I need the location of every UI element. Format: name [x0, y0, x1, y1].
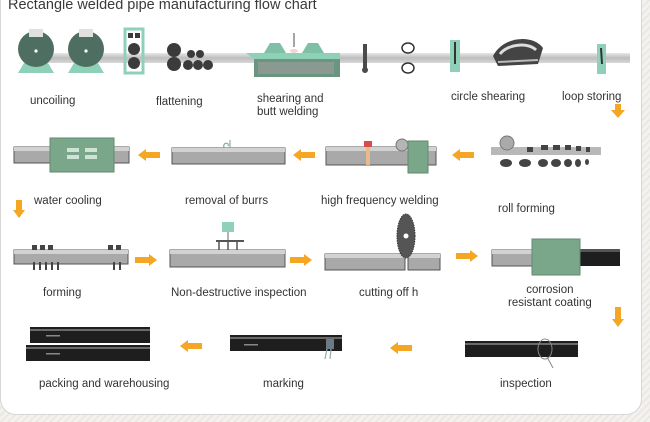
step-label-ndt: Non-destructive inspection [171, 287, 307, 299]
deburr-tool-icon [171, 140, 286, 165]
cooling-box-icon [13, 137, 130, 173]
loop-storage-icon [597, 44, 606, 74]
arrow-right-icon [290, 254, 312, 266]
coating-box-icon [491, 238, 620, 276]
circle-shear-icon [450, 38, 543, 72]
step-label-inspection: inspection [500, 378, 552, 390]
arrow-right-icon [456, 250, 478, 262]
step-label-water-cooling: water cooling [34, 195, 102, 207]
step-label-packing: packing and warehousing [39, 378, 170, 390]
step-label-line: resistant coating [508, 297, 592, 309]
step-label-removal-of-burrs: removal of burrs [185, 195, 269, 207]
step-label-cutting: cutting off h [359, 287, 419, 299]
arrow-left-icon [293, 149, 315, 161]
step-label-hf-welding: high frequency welding [321, 195, 439, 207]
flattening-rollers-icon [123, 27, 213, 75]
step-label-forming: forming [43, 287, 82, 299]
arrow-left-icon [452, 149, 474, 161]
hf-welder-icon [325, 138, 437, 174]
guide-roller-icon [362, 42, 415, 74]
ndt-probe-icon [169, 222, 286, 268]
step-label-circle-shearing: circle shearing [451, 91, 526, 103]
uncoiler-rolls-icon [18, 29, 104, 73]
arrow-down-icon [612, 307, 624, 327]
arrow-left-icon [138, 149, 160, 161]
step-label-line: corrosion [526, 284, 574, 296]
chart-title: Rectangle welded pipe manufacturing flow… [8, 0, 317, 13]
step-label-line: butt welding [257, 106, 319, 118]
arrow-down-icon [611, 104, 625, 118]
inspection-gauge-icon [465, 338, 578, 369]
step-label-shearing-welding: shearing and butt welding [257, 93, 324, 119]
arrow-left-icon [390, 342, 412, 354]
step-label-roll-forming: roll forming [498, 203, 555, 215]
sizing-rollers-icon [13, 245, 129, 270]
step-label-uncoiling: uncoiling [30, 95, 76, 107]
saw-blade-icon [324, 213, 441, 271]
arrow-right-icon [135, 254, 157, 266]
stacked-pipes-icon [26, 327, 150, 361]
arrow-down-icon [13, 200, 25, 218]
arrow-left-icon [180, 340, 202, 352]
shear-weld-table-icon [246, 33, 340, 77]
marking-tool-icon [230, 335, 342, 360]
roll-forming-icon [491, 135, 601, 167]
step-label-coating: corrosion resistant coating [508, 284, 592, 310]
step-label-flattening: flattening [156, 96, 203, 108]
step-label-marking: marking [263, 378, 304, 390]
step-label-loop-storing: loop storing [562, 91, 622, 103]
step-label-line: shearing and [257, 93, 324, 105]
